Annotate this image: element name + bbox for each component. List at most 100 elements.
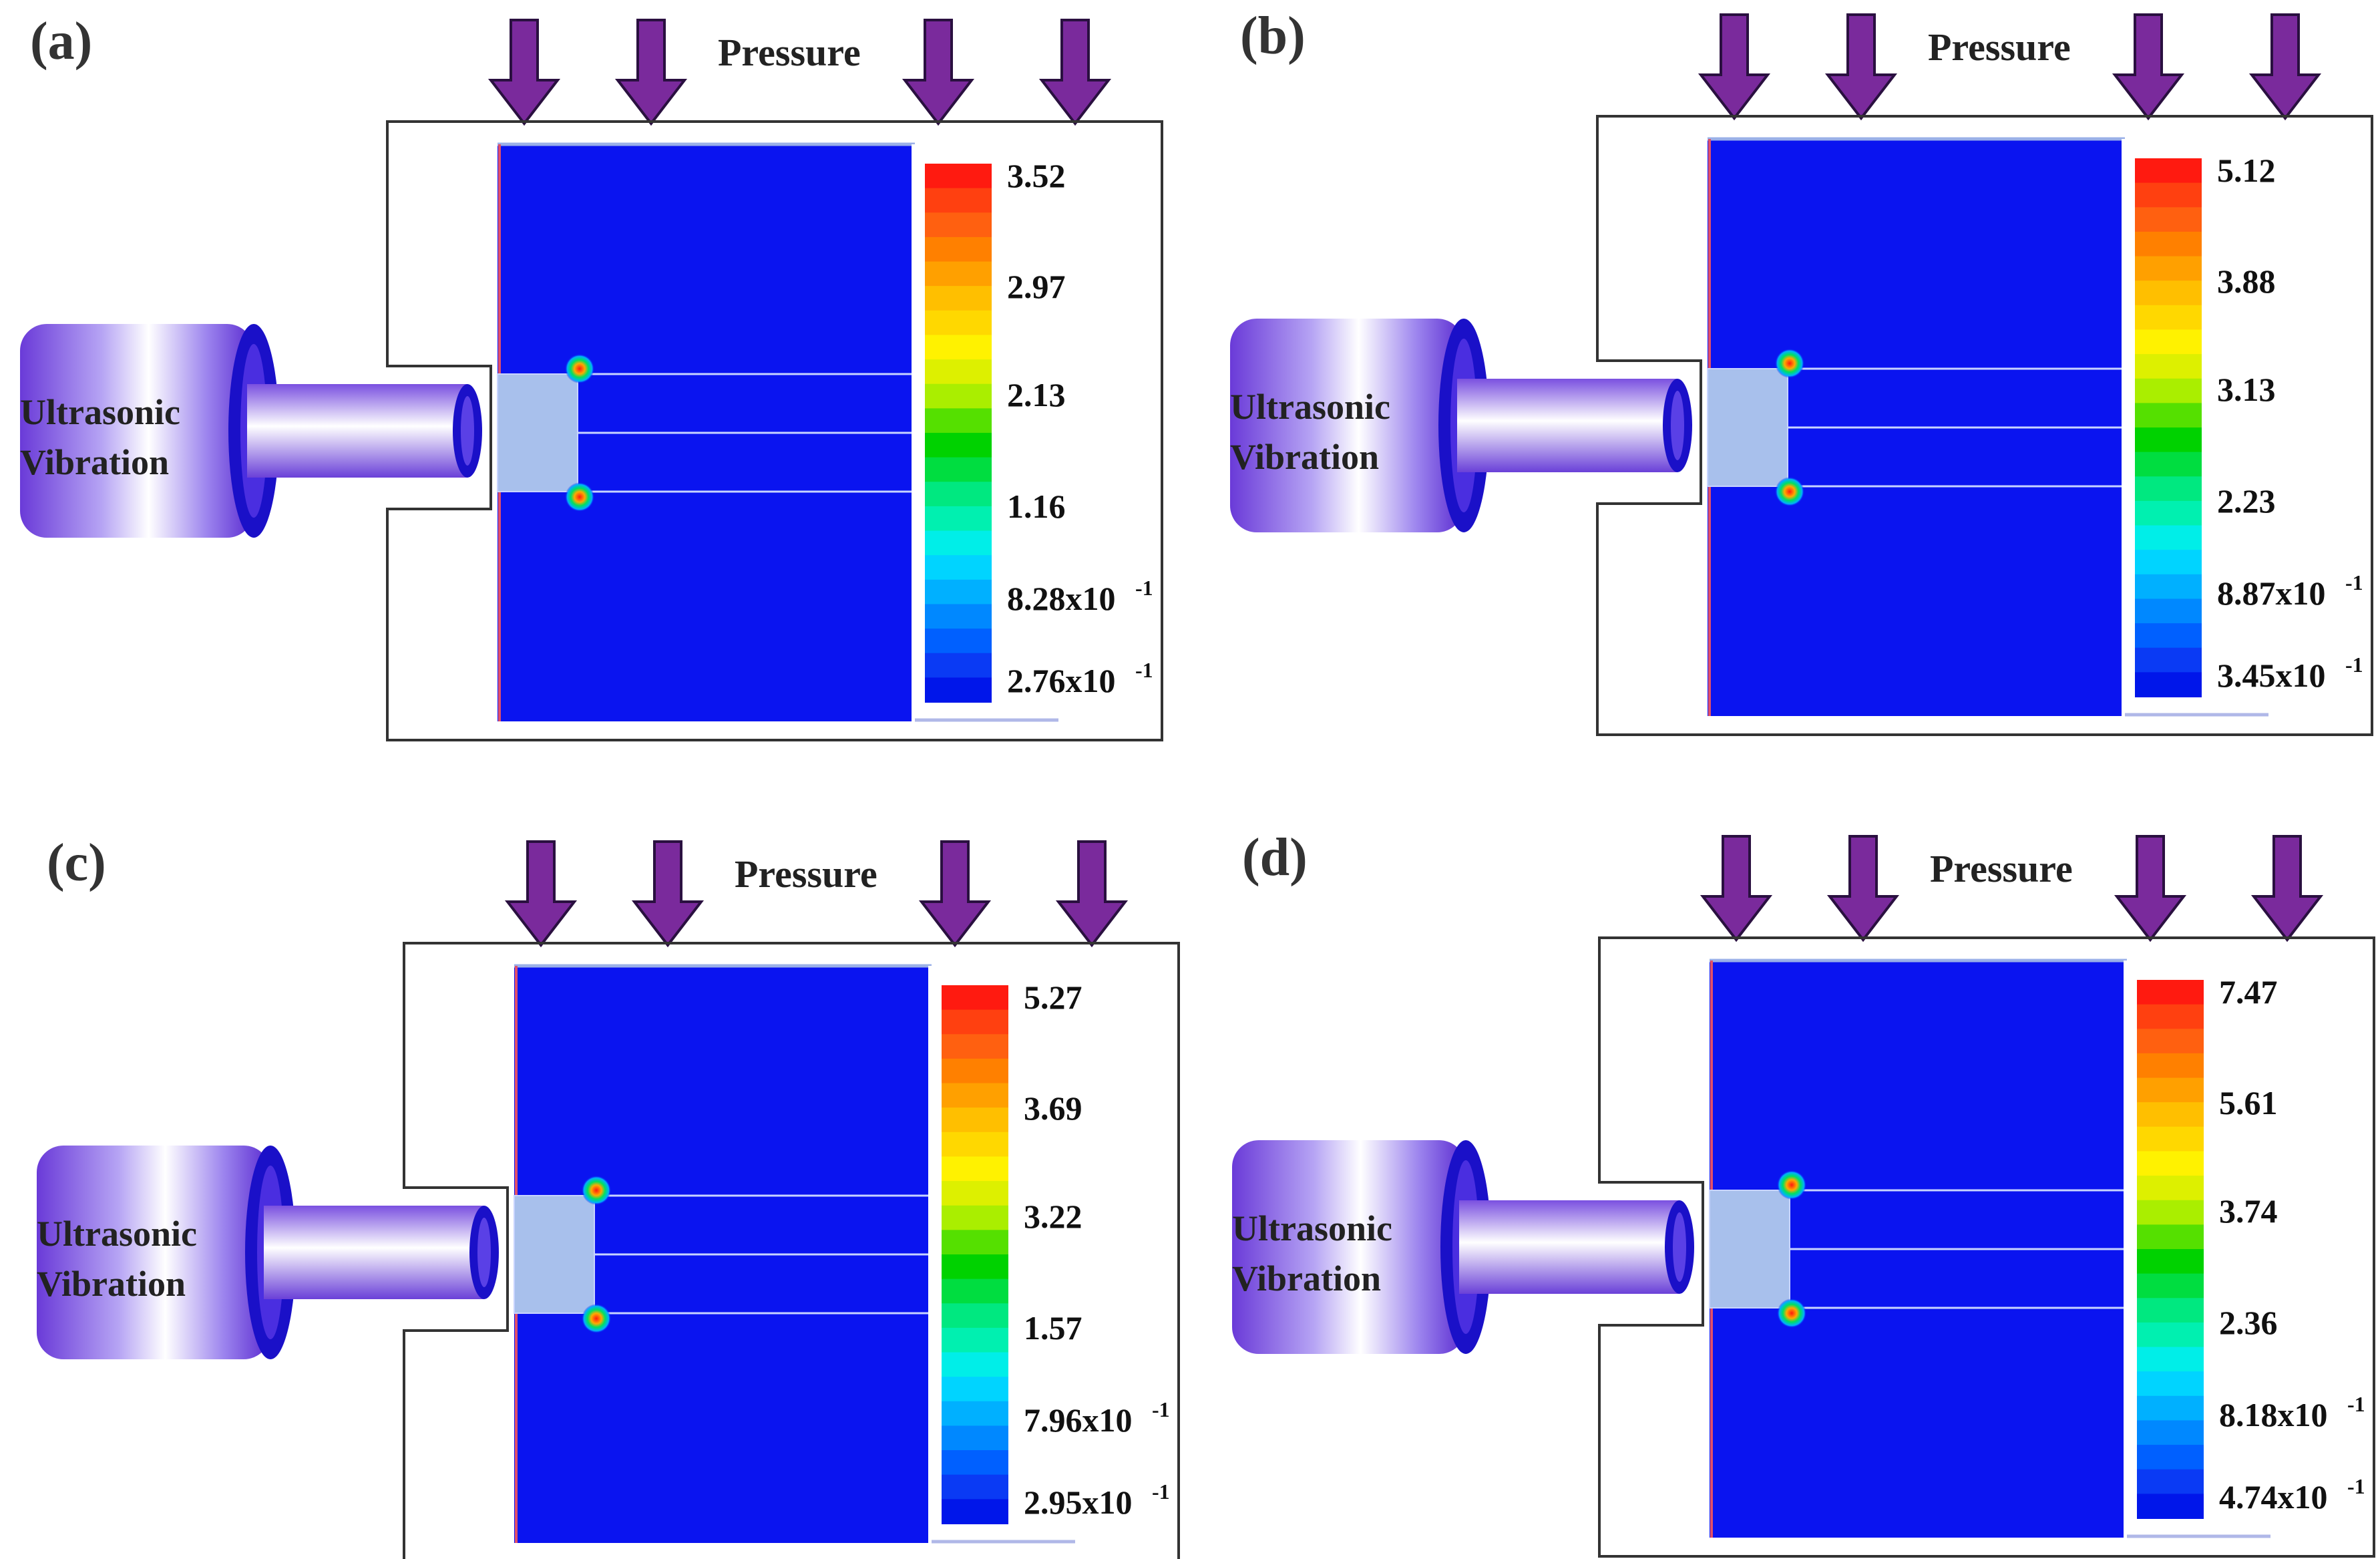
colorbar-tick-label: 2.95x10 (1024, 1484, 1133, 1521)
device-label-line1: Ultrasonic (20, 392, 180, 432)
colorbar-swatch (925, 482, 992, 507)
colorbar-swatch (942, 1450, 1008, 1476)
colorbar-swatch (2135, 476, 2202, 502)
colorbar-tick-exponent: -1 (1152, 1397, 1170, 1421)
panel-a: (a)Pressure3.522.972.131.168.28x10-12.76… (20, 12, 1163, 741)
colorbar-tick-label: 7.47 (2219, 973, 2278, 1011)
colorbar-swatch (2137, 1298, 2204, 1323)
colorbar-swatch (942, 1083, 1008, 1109)
panel-label: (c) (47, 834, 106, 892)
horn-tip-inner (1673, 1212, 1686, 1282)
colorbar-swatch (925, 677, 992, 703)
colorbar-swatch (2135, 329, 2202, 355)
colorbar-tick-label: 3.22 (1024, 1198, 1082, 1235)
colorbar-swatch (2135, 598, 2202, 625)
punch-block (514, 1195, 595, 1314)
horn-tip-inner (461, 396, 474, 466)
colorbar-swatch (925, 629, 992, 654)
colorbar-swatch (2135, 158, 2202, 184)
colorbar-swatch (925, 555, 992, 580)
colorbar-swatch (942, 1425, 1008, 1451)
colorbar-swatch (2135, 427, 2202, 453)
colorbar-swatch (942, 1278, 1008, 1305)
panel-d: (d)Pressure7.475.613.742.368.18x10-14.74… (1232, 828, 2375, 1558)
device-label-line2: Vibration (1230, 437, 1379, 477)
colorbar-swatch (942, 1352, 1008, 1378)
die-frame (1596, 115, 2373, 736)
colorbar-swatch (925, 286, 992, 311)
colorbar-tick-label: 2.97 (1007, 268, 1066, 305)
pressure-arrow-icon (487, 19, 561, 126)
colorbar-tick-exponent: -1 (2347, 1474, 2365, 1498)
stress-hotspot (1777, 1170, 1806, 1200)
colorbar-swatch (925, 457, 992, 483)
colorbar-swatch (2135, 574, 2202, 600)
colorbar-swatch (925, 212, 992, 238)
colorbar-swatch (2137, 1077, 2204, 1103)
pressure-arrow-icon (2248, 13, 2322, 121)
colorbar-tick-exponent: -1 (2345, 570, 2363, 594)
colorbar-swatch (2137, 1151, 2204, 1177)
colorbar-swatch (942, 1377, 1008, 1402)
colorbar-swatch (925, 604, 992, 630)
colorbar-swatch (942, 1254, 1008, 1280)
colorbar-swatch (2135, 305, 2202, 331)
colorbar-swatch (942, 1058, 1008, 1084)
colorbar-swatch (942, 1132, 1008, 1158)
colorbar-swatch (925, 310, 992, 336)
colorbar-tick-label: 5.61 (2219, 1084, 2278, 1121)
colorbar-tick-label: 4.74x10 (2219, 1478, 2328, 1516)
colorbar-swatch (2137, 1126, 2204, 1152)
colorbar-swatch (2135, 231, 2202, 257)
colorbar-swatch (2135, 256, 2202, 282)
colorbar-swatch (2137, 1224, 2204, 1250)
pressure-arrow-icon (1038, 19, 1112, 126)
colorbar-tick-exponent: -1 (2347, 1392, 2365, 1416)
colorbar-swatch (2137, 1200, 2204, 1226)
colorbar-tick-label: 3.69 (1024, 1089, 1082, 1127)
pressure-arrow-icon (918, 840, 992, 948)
pressure-arrow-icon (2114, 835, 2187, 942)
stress-hotspot (582, 1304, 611, 1333)
horn-rod (264, 1206, 484, 1299)
colorbar-tick-label: 1.16 (1007, 488, 1066, 525)
pressure-label: Pressure (718, 31, 861, 74)
colorbar-tick-label: 2.36 (2219, 1304, 2278, 1341)
colorbar-swatch (925, 164, 992, 189)
colorbar-swatch (2137, 1469, 2204, 1495)
transducer-body (1232, 1140, 1466, 1354)
pressure-arrow-icon (1698, 13, 1771, 121)
horn-tip-inner (477, 1218, 491, 1287)
colorbar-swatch (2137, 1053, 2204, 1079)
colorbar-tick-label: 5.12 (2217, 152, 2276, 189)
colorbar-swatch (925, 383, 992, 409)
colorbar-swatch (2137, 1029, 2204, 1054)
device-label-line1: Ultrasonic (37, 1214, 197, 1254)
colorbar-swatch (942, 1327, 1008, 1353)
colorbar-swatch (925, 236, 992, 263)
colorbar-tick-exponent: -1 (1135, 576, 1153, 600)
punch-block (1707, 368, 1788, 487)
colorbar-swatch (2137, 1322, 2204, 1348)
colorbar-swatch (2135, 354, 2202, 379)
stress-hotspot (565, 482, 594, 512)
colorbar-tick-exponent: -1 (2345, 653, 2363, 677)
colorbar-swatch (2137, 1445, 2204, 1470)
punch-block (497, 373, 578, 492)
colorbar-swatch (942, 1156, 1008, 1182)
colorbar-swatch (942, 1205, 1008, 1231)
colorbar-swatch (2135, 500, 2202, 526)
panel-label: (b) (1240, 7, 1306, 65)
colorbar-tick-label: 2.23 (2217, 482, 2276, 520)
colorbar-swatch (2135, 207, 2202, 232)
colorbar-tick-label: 3.88 (2217, 263, 2276, 300)
pressure-label: Pressure (735, 852, 877, 896)
colorbar-swatch (2137, 1176, 2204, 1201)
stress-hotspot (1775, 349, 1804, 378)
stress-hotspot (1775, 477, 1804, 506)
colorbar-swatch (2137, 1249, 2204, 1274)
pressure-arrow-icon (2250, 835, 2324, 942)
panel-label: (d) (1242, 828, 1308, 887)
colorbar-tick-label: 3.13 (2217, 371, 2276, 408)
colorbar-swatch (2135, 525, 2202, 551)
